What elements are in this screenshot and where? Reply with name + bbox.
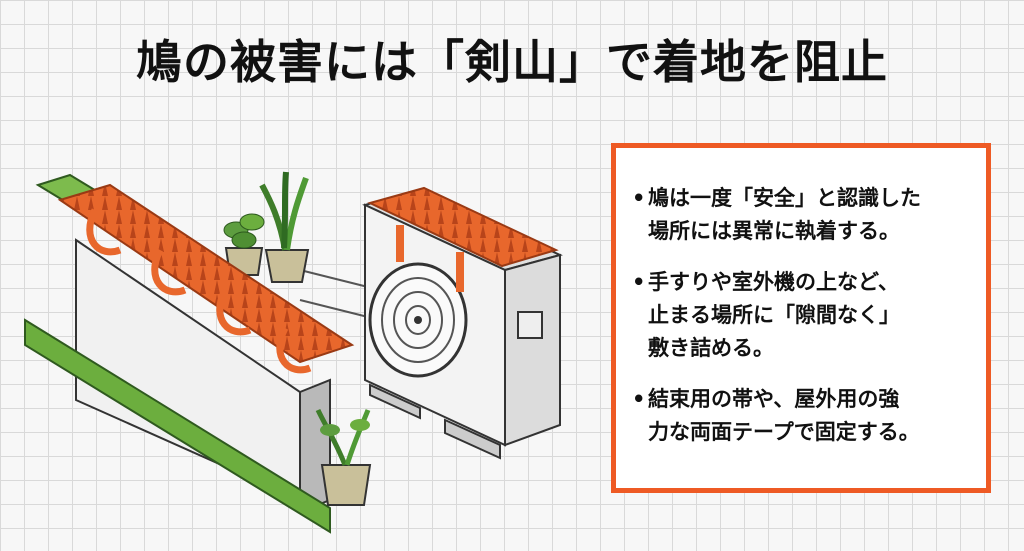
bullet-line: 結束用の帯や、屋外用の強 bbox=[648, 387, 900, 411]
bullet-line: 止まる場所に「隙間なく」 bbox=[648, 303, 900, 327]
page-title: 鳩の被害には「剣山」で着地を阻止 bbox=[136, 35, 888, 89]
cable-tie-icon bbox=[86, 208, 312, 374]
potted-plant-icon bbox=[315, 408, 372, 506]
cable-tie-icon bbox=[396, 225, 464, 292]
bullet-line: 敷き詰める。 bbox=[648, 336, 774, 360]
bullet-item: 鳩は一度「安全」と認識した 場所には異常に執着する。 bbox=[632, 182, 972, 248]
bullet-line: 手すりや室外機の上など、 bbox=[648, 270, 899, 294]
bullet-line: 場所には異常に執着する。 bbox=[648, 219, 900, 243]
bullet-item: 結束用の帯や、屋外用の強 力な両面テープで固定する。 bbox=[632, 383, 972, 449]
bullet-item: 手すりや室外機の上など、 止まる場所に「隙間なく」 敷き詰める。 bbox=[632, 266, 972, 365]
fan-icon bbox=[368, 262, 468, 378]
illustration bbox=[24, 171, 563, 534]
spike-strip-icon bbox=[367, 186, 559, 268]
bullet-line: 鳩は一度「安全」と認識した bbox=[648, 186, 921, 210]
info-box: 鳩は一度「安全」と認識した 場所には異常に執着する。 手すりや室外機の上など、 … bbox=[611, 143, 991, 493]
bullet-line: 力な両面テープで固定する。 bbox=[648, 420, 920, 444]
potted-plant-icon bbox=[259, 171, 310, 283]
